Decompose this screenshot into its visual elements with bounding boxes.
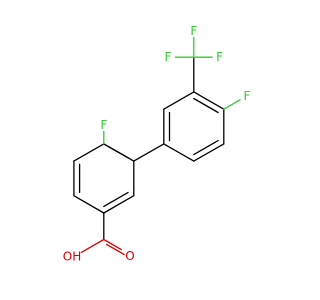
bond xyxy=(80,238,105,254)
fluorine-atom-cf3-top: F xyxy=(190,24,197,38)
trifluoromethyl-group xyxy=(174,36,213,58)
bond xyxy=(73,195,105,214)
bond xyxy=(193,97,219,114)
bond xyxy=(103,191,129,208)
bond xyxy=(73,143,105,162)
bond xyxy=(223,99,241,110)
bond xyxy=(103,143,129,159)
fluorine-atom-ring: F xyxy=(100,118,107,132)
chemical-structure: F F F F F OH O xyxy=(63,24,251,264)
bond xyxy=(103,195,135,214)
fluorine-atom-cf3-left: F xyxy=(165,50,172,64)
carboxylic-acid-group xyxy=(80,238,125,256)
bond xyxy=(193,143,225,162)
fluorine-atom-right: F xyxy=(244,89,251,103)
fluorine-atom-cf3-right: F xyxy=(216,50,223,64)
bond xyxy=(163,91,195,110)
ring-b xyxy=(163,91,225,162)
bond xyxy=(163,143,195,162)
bond xyxy=(193,91,225,110)
hydroxyl-group-label: OH xyxy=(63,250,81,264)
carbonyl-oxygen-label: O xyxy=(125,249,134,263)
bond xyxy=(103,238,122,251)
ring-a xyxy=(73,143,135,214)
bond xyxy=(105,243,125,256)
bond xyxy=(193,139,219,156)
biaryl-bond xyxy=(133,143,165,162)
